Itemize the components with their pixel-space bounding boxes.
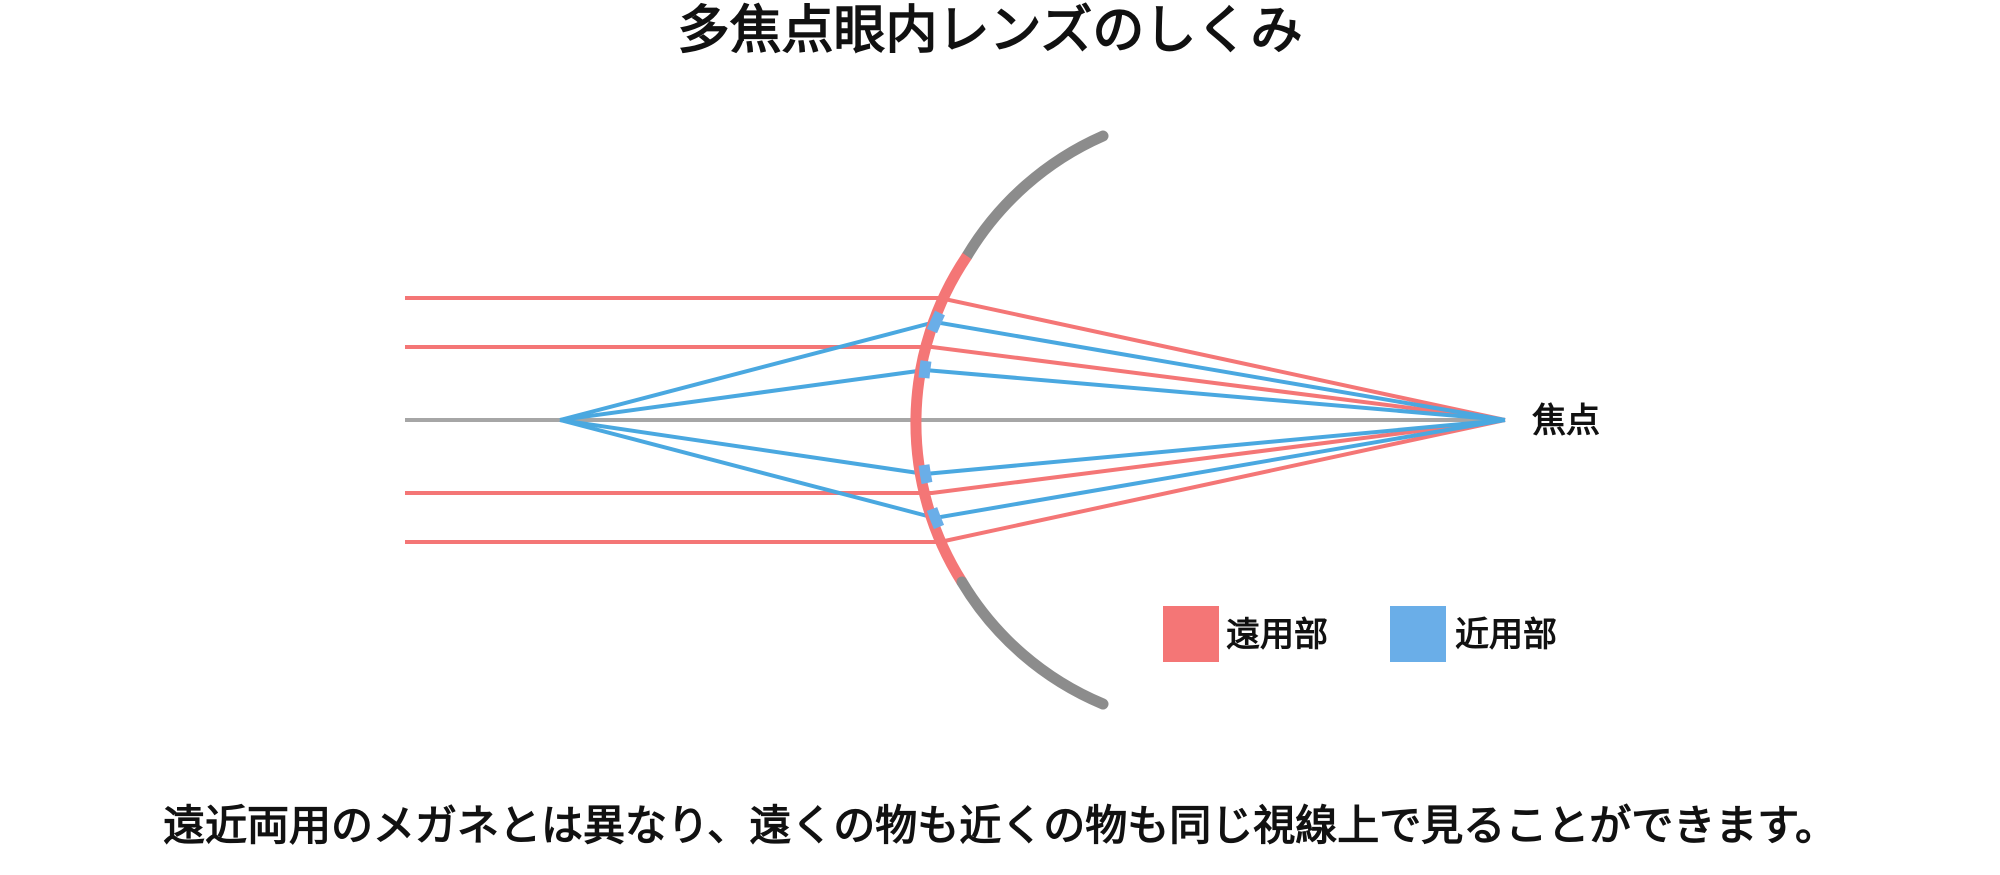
diagram-title: 多焦点眼内レンズのしくみ [677,1,1302,61]
focus-label: 焦点 [1532,401,1600,441]
lens-near-zone-2 [918,360,932,379]
legend: 遠用部 近用部 [1163,606,1557,662]
lens-outer-bottom [956,576,1109,710]
far-ray-2 [405,345,1506,422]
far-ray-3 [405,418,1506,495]
legend-label-far: 遠用部 [1226,615,1328,655]
lens-outer-top [961,130,1109,262]
legend-label-near: 近用部 [1455,615,1557,655]
near-ray-1 [559,319,1506,422]
lens-near-zone-3 [918,464,933,485]
lens [910,130,1109,710]
far-ray-1 [405,296,1506,422]
legend-swatch-near [1390,606,1446,662]
lens-far-zone [910,252,972,585]
lens-near-zone-1 [926,310,945,334]
near-ray-3 [559,418,1506,477]
legend-swatch-far [1163,606,1219,662]
caption-text: 遠近両用のメガネとは異なり、遠くの物も近くの物も同じ視線上で見ることができます。 [163,801,1837,850]
far-ray-4 [405,418,1506,544]
lens-near-zone-4 [926,507,945,530]
